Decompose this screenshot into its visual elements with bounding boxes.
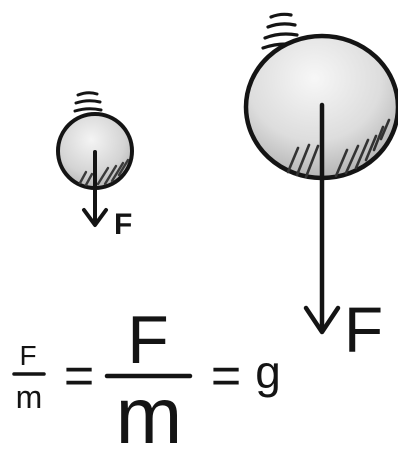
large-ball-group: F [243,12,398,366]
large-force-label: F [344,294,383,366]
large-ball-shading [286,118,391,179]
small-force-label: F [114,208,132,241]
gravity-constant-g: g [255,346,281,398]
small-fraction-denominator: m [16,379,43,415]
small-ball-shading [78,158,130,187]
big-fraction-denominator: m [116,371,183,452]
equation: F m = F m = g [12,302,281,452]
big-fraction-numerator: F [127,302,169,378]
small-force-arrow [82,150,108,227]
small-fraction-numerator: F [19,340,36,371]
large-force-arrow [303,102,341,335]
small-ball-motion-lines [73,91,103,113]
equals-sign-2: = [211,347,241,405]
small-ball-group: F [56,91,134,241]
equals-sign-1: = [64,347,94,405]
